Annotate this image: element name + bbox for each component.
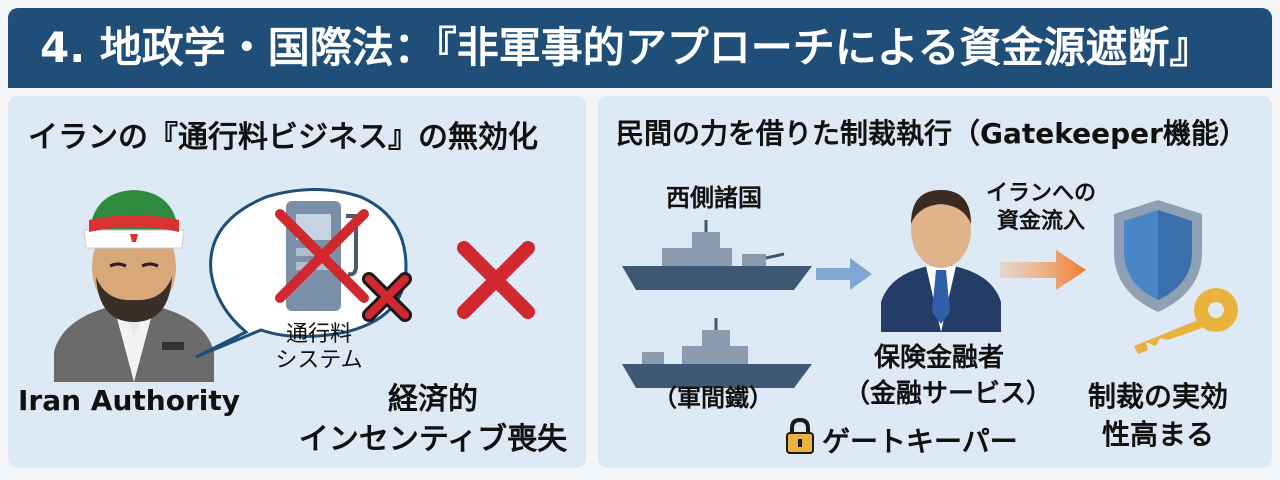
warship-label: （軍間鐵） [653, 384, 773, 412]
big-x-icon [457, 241, 535, 319]
effect-label-line1: 制裁の実効 [1087, 380, 1228, 413]
arrow-right-icon [816, 258, 872, 290]
lock-icon [786, 417, 814, 454]
left-panel: イランの『通行料ビジネス』の無効化 [8, 96, 586, 468]
toll-cross-icon [275, 209, 369, 303]
orange-arrow-icon [1000, 250, 1086, 290]
right-panel: 民間の力を借りた制裁執行（Gatekeeper機能） 西側諸国 （軍間鐵） 保険… [598, 96, 1272, 468]
right-panel-title: 民間の力を借りた制裁執行（Gatekeeper機能） [616, 117, 1247, 150]
effect-label-line2: 性高まる [1101, 418, 1214, 451]
businessman-icon [881, 190, 1001, 332]
insurer-label-line1: 保険金融者 [873, 343, 1004, 373]
insurer-label-line2: （金融サービス） [844, 379, 1053, 409]
iran-authority-figure [54, 190, 214, 382]
toll-system-label-line2: システム [275, 348, 363, 373]
flow-label-line2: 資金流入 [996, 209, 1085, 234]
key-icon [1134, 288, 1238, 354]
warship-icon-2 [622, 318, 812, 388]
gatekeeper-label: ゲートキーパー [822, 425, 1018, 458]
western-label: 西側諸国 [666, 184, 762, 212]
iran-authority-label: Iran Authority [17, 384, 240, 417]
page-header: 4. 地政学・国際法：『非軍事的アプローチによる資金源遮断』 [8, 8, 1272, 88]
flow-label-line1: イランへの [986, 181, 1097, 206]
shield-icon [1114, 200, 1202, 312]
warship-icon-1 [622, 220, 812, 290]
result-label-line1: 経済的 [388, 382, 478, 417]
result-label-line2: インセンティブ喪失 [298, 422, 568, 457]
toll-system-label-line1: 通行料 [285, 322, 352, 347]
small-x-icon [362, 272, 412, 322]
left-panel-title: イランの『通行料ビジネス』の無効化 [28, 120, 538, 155]
